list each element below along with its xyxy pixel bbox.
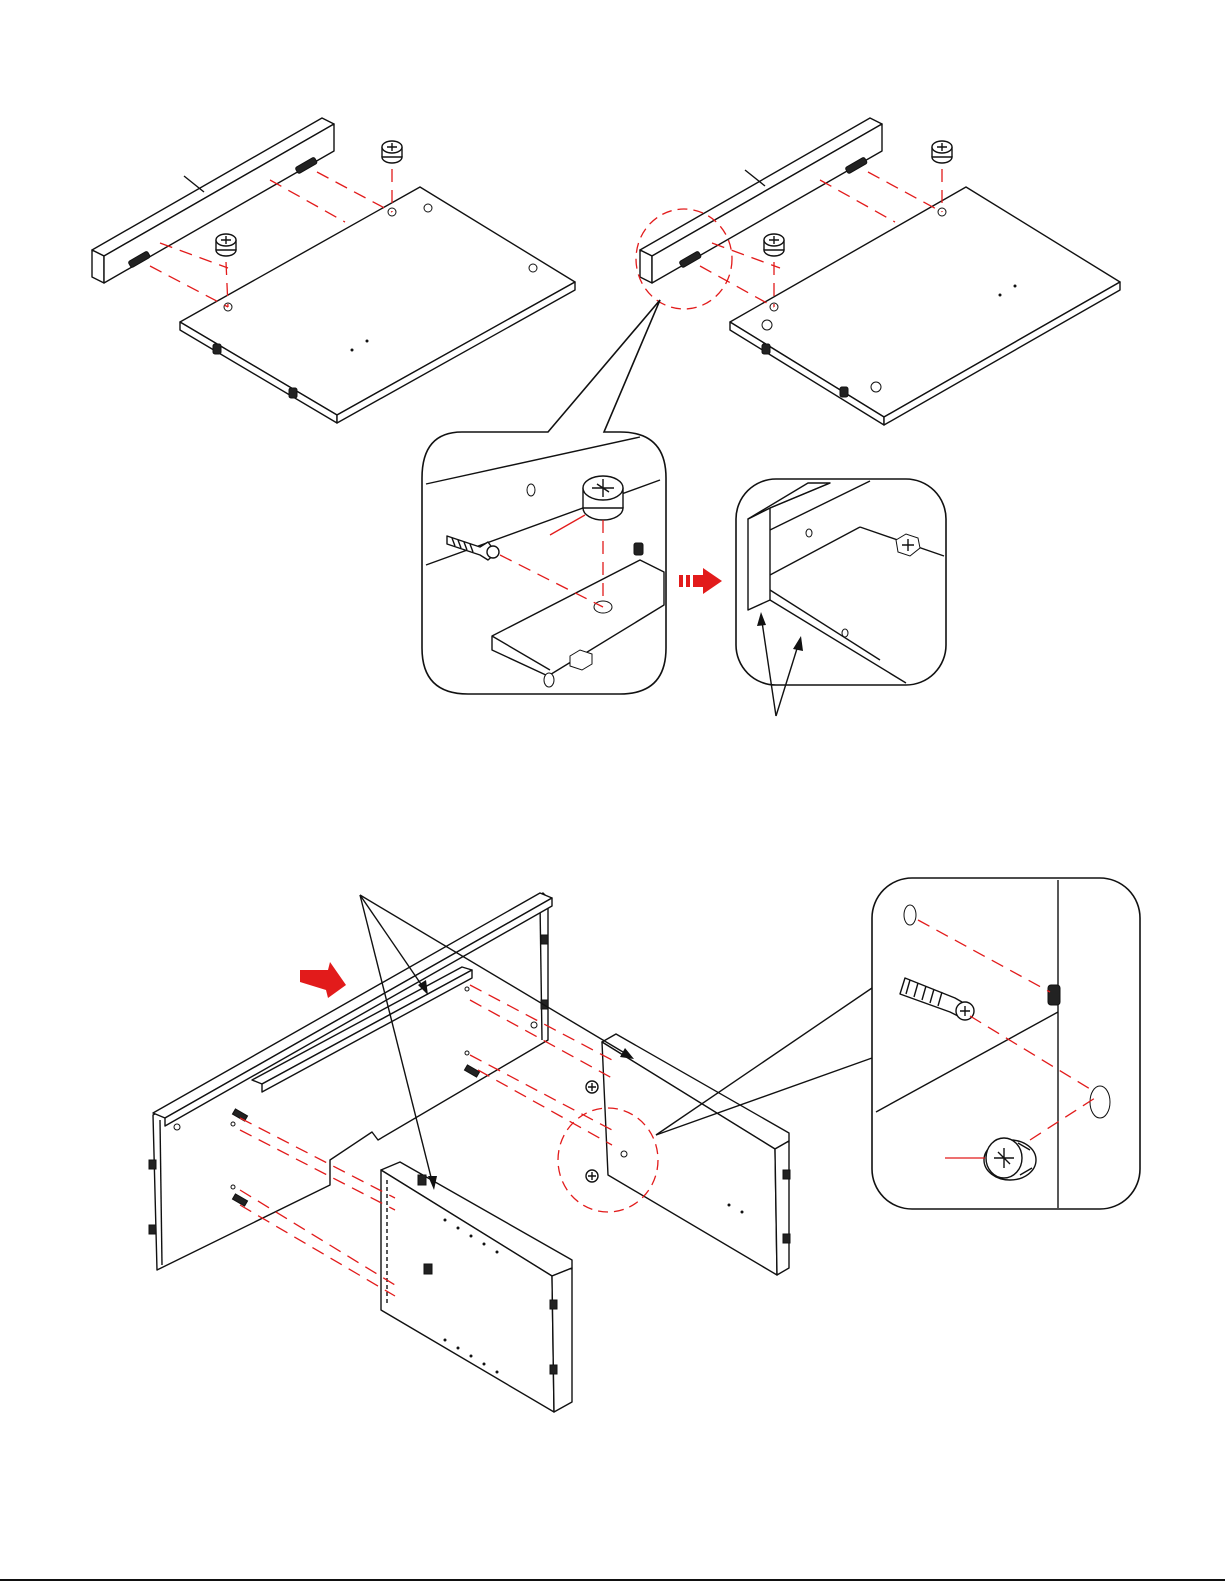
step-left-assembly	[92, 118, 575, 423]
cam-lock-icon	[583, 476, 623, 520]
assembled-corner-callout	[736, 479, 946, 716]
next-step-arrow-icon	[679, 568, 722, 594]
step-right-assembly	[636, 118, 1120, 425]
board-left	[180, 187, 575, 423]
cam-lock-icon	[764, 234, 784, 256]
bottom-assembly	[149, 893, 790, 1412]
cam-lock-icon	[586, 1081, 598, 1093]
insert-direction-arrow-icon	[300, 962, 346, 998]
cam-lock-detail-callout	[422, 300, 666, 694]
cam-lock-icon	[932, 141, 952, 163]
cam-lock-icon	[382, 141, 402, 163]
board-right	[730, 187, 1120, 425]
cam-lock-icon	[586, 1170, 598, 1182]
center-divider	[381, 1162, 572, 1412]
side-panel	[602, 1034, 790, 1275]
cam-lock-icon	[216, 234, 236, 256]
